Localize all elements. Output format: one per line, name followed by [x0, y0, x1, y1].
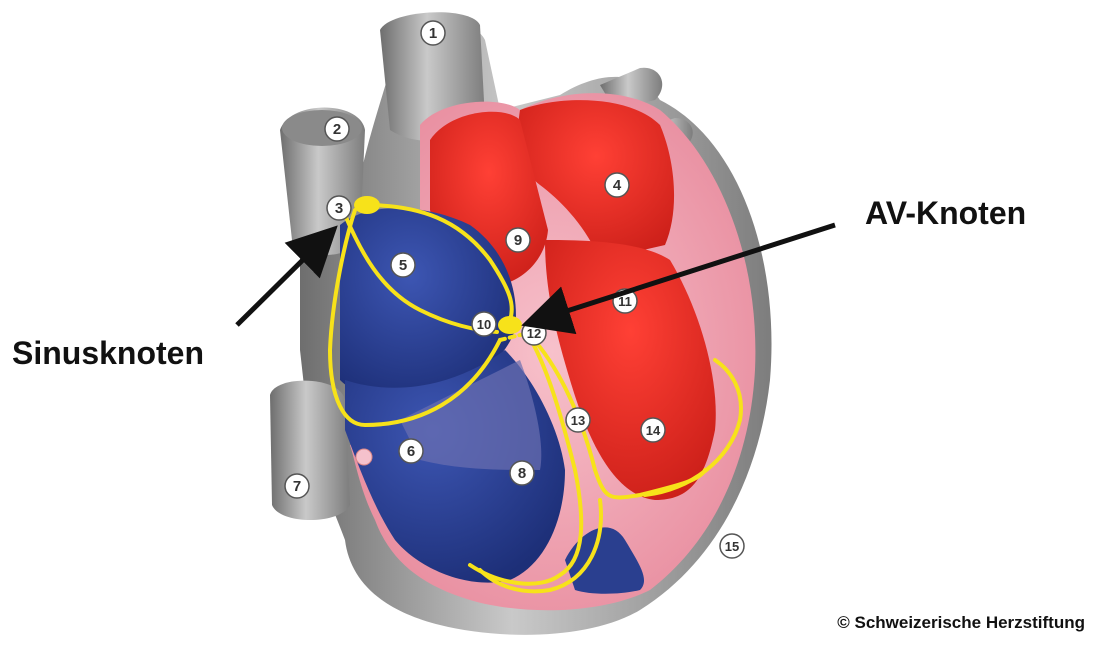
marker-6: 6 [399, 439, 423, 463]
svg-text:4: 4 [613, 177, 622, 194]
marker-8: 8 [510, 461, 534, 485]
svg-text:7: 7 [293, 478, 301, 495]
sinus-node-marker [354, 196, 380, 214]
svg-text:13: 13 [571, 413, 585, 428]
marker-14: 14 [641, 418, 665, 442]
marker-2: 2 [325, 117, 349, 141]
av-node-marker [498, 316, 522, 334]
sinus-node-label: Sinusknoten [12, 335, 204, 372]
svg-text:12: 12 [527, 326, 541, 341]
svg-text:14: 14 [646, 423, 661, 438]
svg-text:5: 5 [399, 257, 407, 274]
svg-text:3: 3 [335, 200, 343, 217]
svg-text:10: 10 [477, 317, 491, 332]
svg-text:8: 8 [518, 465, 526, 482]
marker-5: 5 [391, 253, 415, 277]
marker-13: 13 [566, 408, 590, 432]
marker-12: 12 [522, 321, 546, 345]
av-node-label: AV-Knoten [865, 195, 1026, 232]
svg-text:1: 1 [429, 25, 437, 42]
marker-7: 7 [285, 474, 309, 498]
coronary-sinus-dot [356, 449, 372, 465]
marker-10: 10 [472, 312, 496, 336]
svg-text:9: 9 [514, 232, 522, 249]
marker-9: 9 [506, 228, 530, 252]
marker-3: 3 [327, 196, 351, 220]
marker-4: 4 [605, 173, 629, 197]
svg-text:15: 15 [725, 539, 739, 554]
marker-15: 15 [720, 534, 744, 558]
marker-1: 1 [421, 21, 445, 45]
svg-text:6: 6 [407, 443, 415, 460]
copyright-notice: © Schweizerische Herzstiftung [837, 613, 1085, 633]
svg-text:2: 2 [333, 121, 341, 138]
vena-cava-opening [282, 110, 362, 146]
